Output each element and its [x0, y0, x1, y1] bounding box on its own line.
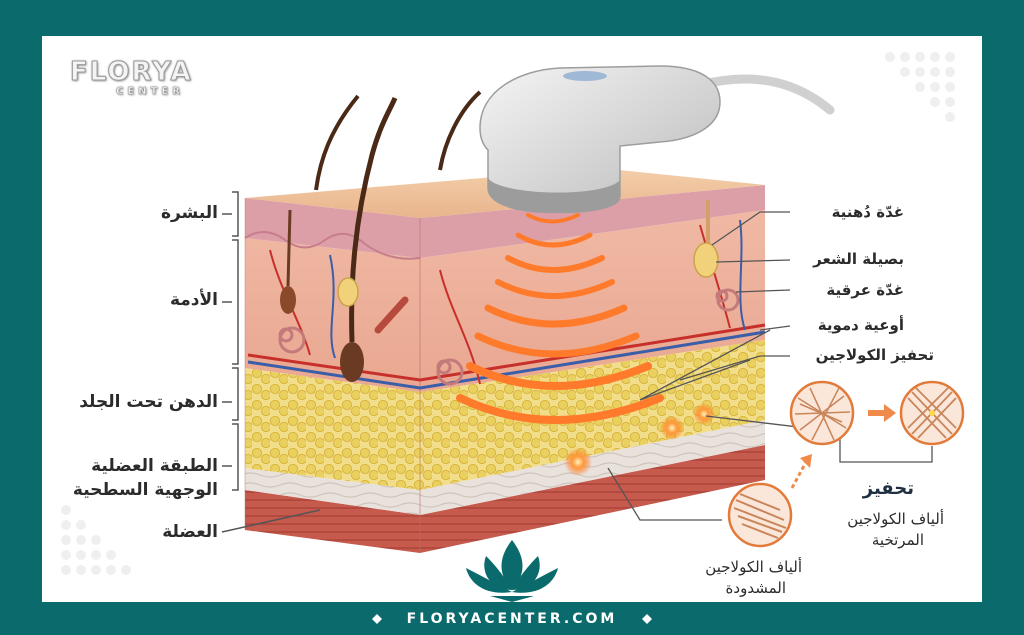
label-smas-line1: الطبقة العضلية — [91, 456, 218, 476]
label-hair-follicle: بصيلة الشعر — [813, 250, 904, 268]
label-tight-fibers-1: ألياف الكولاجين — [705, 558, 802, 576]
blood-vessel-blue — [247, 330, 766, 390]
label-collagen-stimulation: تحفيز الكولاجين — [815, 346, 934, 364]
muscle-layer — [245, 445, 765, 553]
label-tight-fibers-2: المشدودة — [725, 579, 786, 597]
footer-diamonds — [372, 614, 652, 624]
collagen-taut-fibers — [727, 482, 793, 548]
layer-brackets — [221, 191, 321, 533]
brand-sub: CENTER — [116, 86, 184, 98]
label-muscle: العضلة — [162, 522, 218, 542]
label-sweat-gland: غدّة عرقية — [826, 281, 904, 299]
epidermis-layer — [245, 185, 765, 258]
footer-website[interactable]: FLORYACENTER.COM — [406, 611, 618, 627]
label-loose-fibers-2: المرتخية — [871, 531, 924, 549]
ultrasound-waves — [456, 213, 664, 424]
label-blood-vessels: أوعية دموية — [817, 316, 904, 334]
brand-name: FLORYA — [70, 57, 193, 87]
label-sebaceous-gland: غدّة دُهنية — [831, 203, 904, 221]
decor-dots-top-right — [885, 52, 955, 122]
brand-logo: FLORYA CENTER — [70, 57, 193, 98]
label-subcutaneous-fat: الدهن تحت الجلد — [79, 392, 218, 412]
label-loose-fibers-1: ألياف الكولاجين — [847, 510, 944, 528]
fascia-layer — [245, 420, 765, 515]
label-stimulation: تحفيز — [862, 478, 914, 499]
label-smas-line2: الوجهية السطحية — [72, 480, 218, 500]
lotus-logo-icon — [466, 540, 558, 602]
blood-vessel-red — [247, 323, 766, 382]
label-epidermis: البشرة — [160, 203, 218, 223]
label-dermis: الأدمة — [169, 290, 218, 310]
decor-dots-bottom-left — [61, 505, 131, 575]
stimulation-arrow-icon — [868, 404, 896, 422]
collagen-tight-fibers — [899, 380, 965, 446]
sebaceous-gland — [337, 200, 719, 307]
sweat-gland — [278, 288, 740, 386]
focal-points — [564, 403, 715, 476]
collagen-loose-fibers — [789, 380, 855, 446]
dotted-arrow-icon — [790, 454, 812, 489]
hifu-probe — [479, 65, 835, 214]
